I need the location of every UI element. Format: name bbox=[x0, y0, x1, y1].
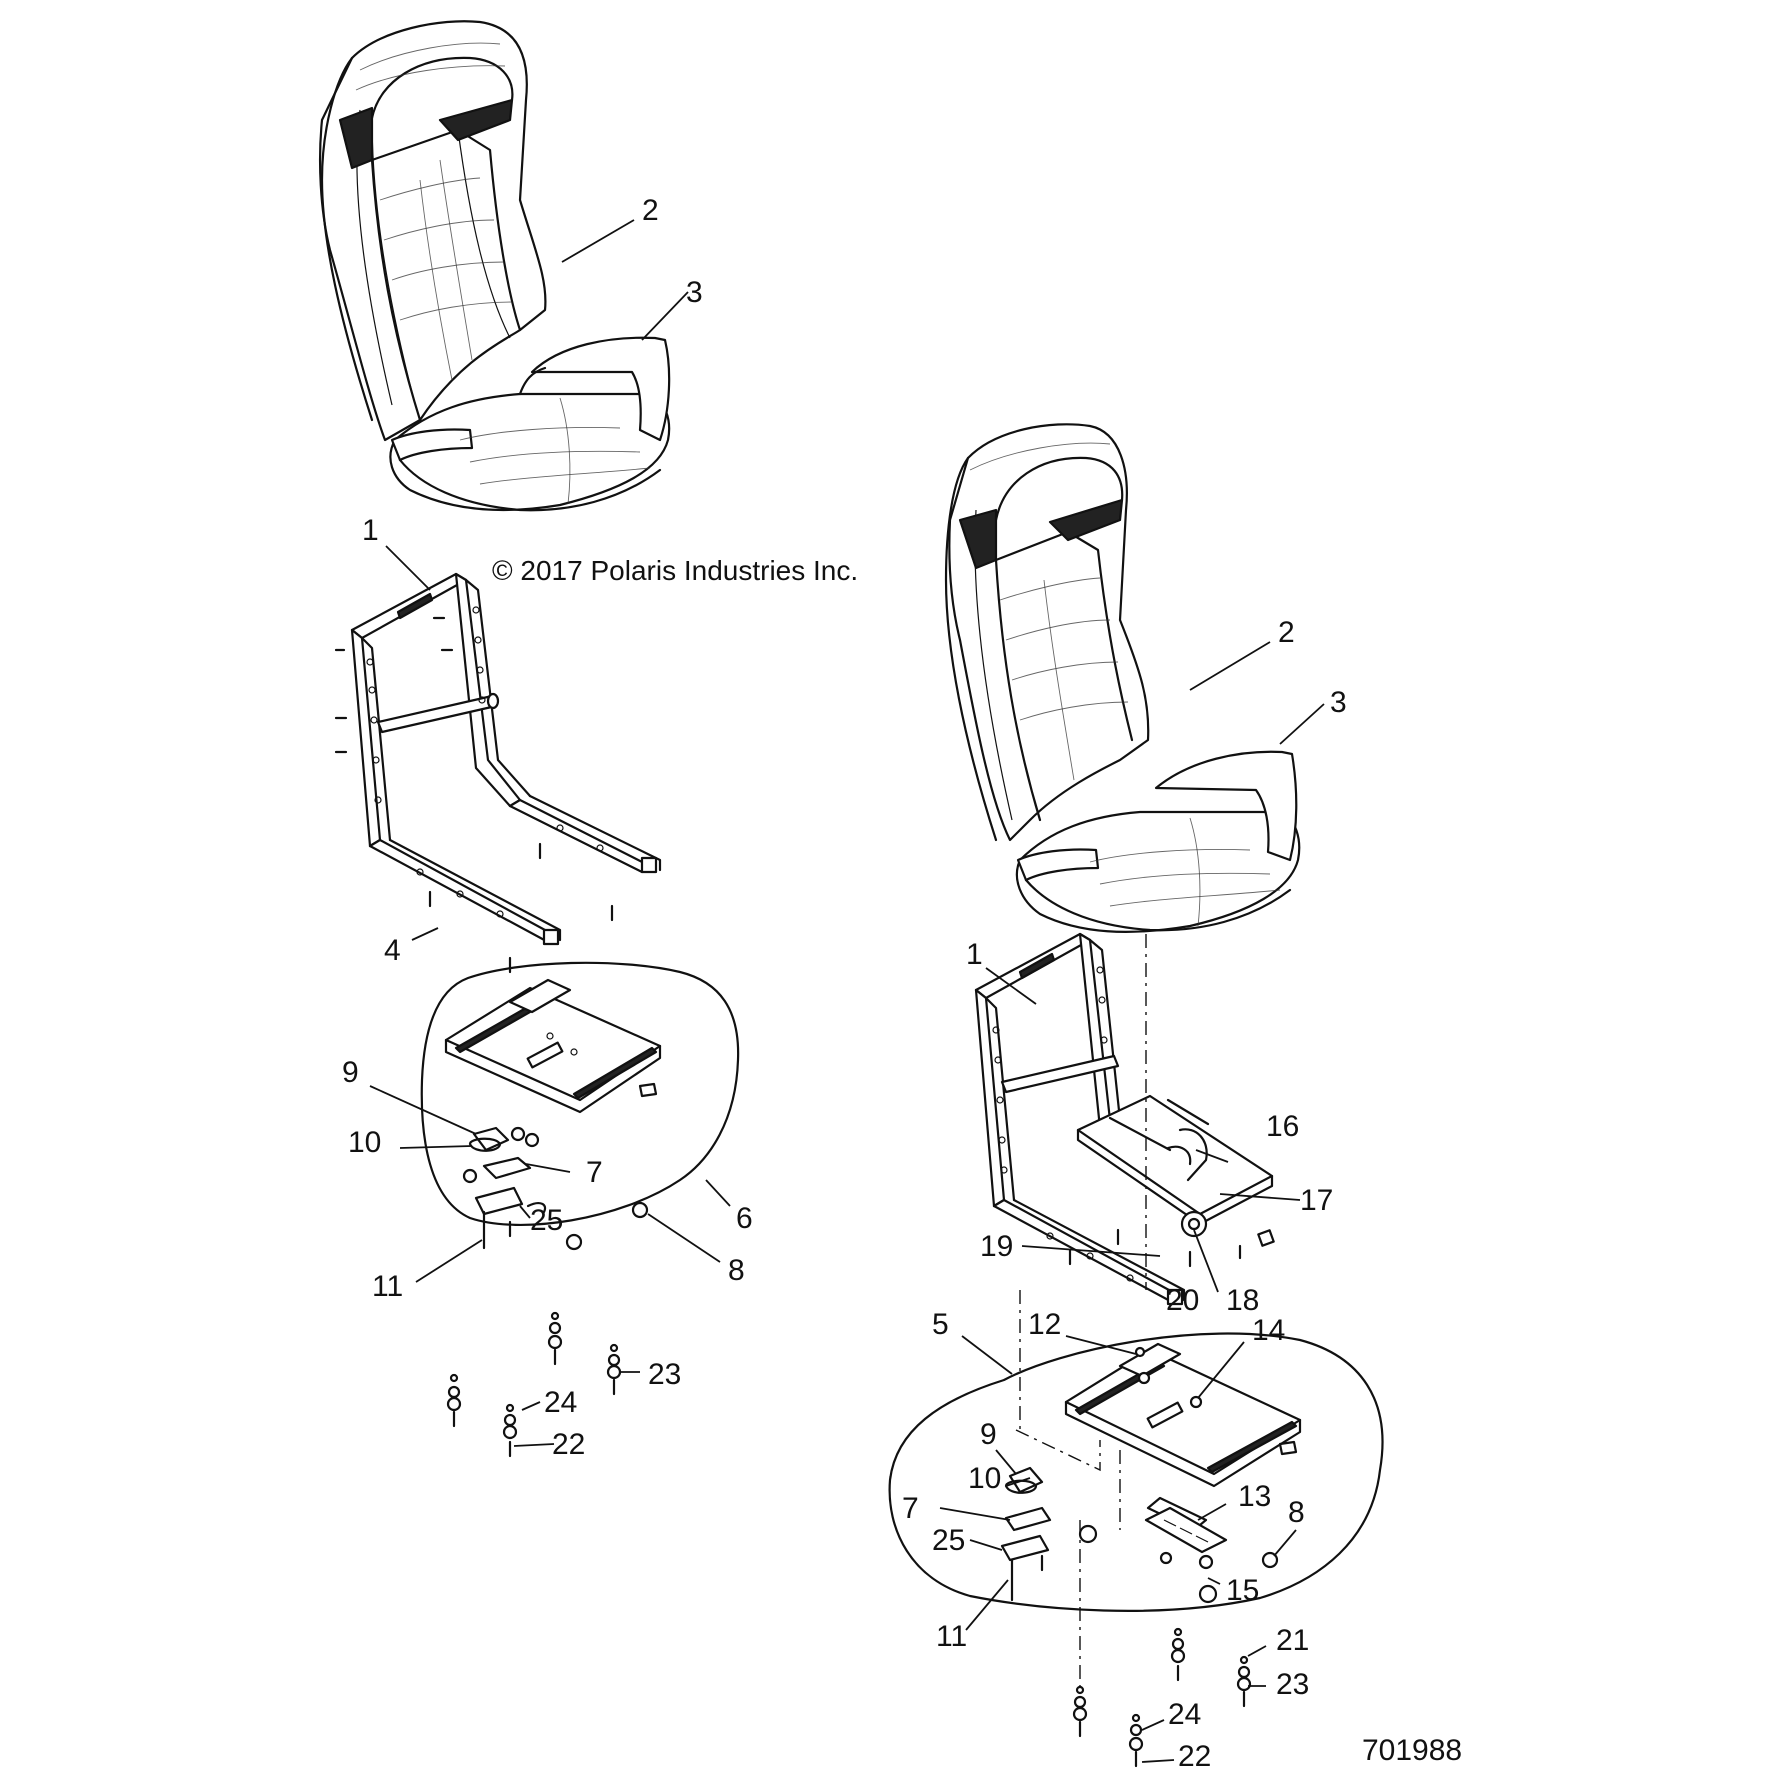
callout-right-9: 9 bbox=[980, 1418, 997, 1451]
left-hardware bbox=[446, 1311, 622, 1458]
left-seat-frame bbox=[334, 572, 662, 974]
callout-right-7: 7 bbox=[902, 1492, 919, 1525]
callout-right-8: 8 bbox=[1288, 1496, 1305, 1529]
callout-right-16: 16 bbox=[1266, 1110, 1299, 1143]
callout-left-1: 1 bbox=[362, 514, 379, 547]
callout-left-10: 10 bbox=[348, 1126, 381, 1159]
callout-right-13: 13 bbox=[1238, 1480, 1271, 1513]
callout-right-17: 17 bbox=[1300, 1184, 1333, 1217]
callout-right-15: 15 bbox=[1226, 1574, 1259, 1607]
left-seat-base-group bbox=[420, 961, 740, 1251]
callout-right-23: 23 bbox=[1276, 1668, 1309, 1701]
right-seat-cushion bbox=[944, 423, 1301, 933]
callout-left-25: 25 bbox=[530, 1204, 563, 1237]
callout-right-2: 2 bbox=[1278, 616, 1295, 649]
callout-left-22: 22 bbox=[552, 1428, 585, 1461]
callout-right-25: 25 bbox=[932, 1524, 965, 1557]
callout-right-1: 1 bbox=[966, 938, 983, 971]
callout-right-18: 18 bbox=[1226, 1284, 1259, 1317]
callout-left-8: 8 bbox=[728, 1254, 745, 1287]
callout-left-24: 24 bbox=[544, 1386, 577, 1419]
callout-left-6: 6 bbox=[736, 1202, 753, 1235]
callout-left-23: 23 bbox=[648, 1358, 681, 1391]
callout-left-11: 11 bbox=[372, 1270, 403, 1303]
right-hardware bbox=[1072, 1627, 1252, 1768]
alignment-lines bbox=[1015, 934, 1147, 1690]
callout-right-3: 3 bbox=[1330, 686, 1347, 719]
leader-lines bbox=[369, 219, 1325, 1763]
copyright-notice: © 2017 Polaris Industries Inc. bbox=[492, 555, 858, 586]
callout-left-7: 7 bbox=[586, 1156, 603, 1189]
right-seat-base-group bbox=[888, 1332, 1384, 1612]
callout-right-10: 10 bbox=[968, 1462, 1001, 1495]
right-frame-bracket bbox=[1068, 1094, 1275, 1268]
left-seat-cushion bbox=[318, 20, 671, 512]
callout-right-22: 22 bbox=[1178, 1740, 1211, 1773]
callout-right-20: 20 bbox=[1166, 1284, 1199, 1317]
callout-right-24: 24 bbox=[1168, 1698, 1201, 1731]
document-id: 701988 bbox=[1362, 1734, 1462, 1767]
callout-right-14: 14 bbox=[1252, 1314, 1285, 1347]
callout-left-3: 3 bbox=[686, 276, 703, 309]
callout-right-12: 12 bbox=[1028, 1308, 1061, 1341]
callout-right-11: 11 bbox=[936, 1620, 967, 1653]
callout-right-5: 5 bbox=[932, 1308, 949, 1341]
callout-left-2: 2 bbox=[642, 194, 659, 227]
callout-left-9: 9 bbox=[342, 1056, 359, 1089]
callout-left-4: 4 bbox=[384, 934, 401, 967]
callout-right-19: 19 bbox=[980, 1230, 1013, 1263]
callout-right-21: 21 bbox=[1276, 1624, 1309, 1657]
